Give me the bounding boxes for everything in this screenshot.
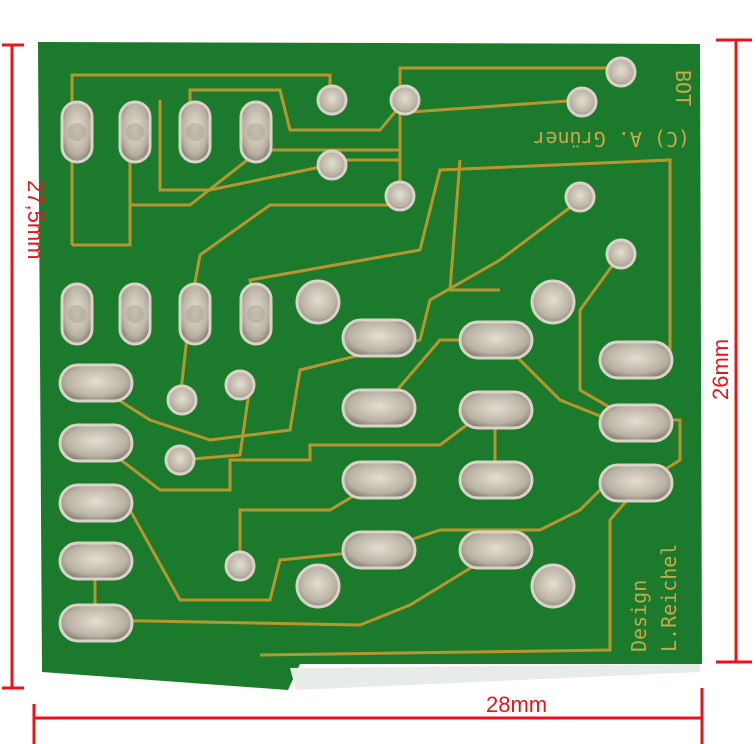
dimension-left bbox=[2, 43, 24, 690]
dimension-bottom-label: 28mm bbox=[486, 692, 547, 717]
pcb-board bbox=[38, 42, 702, 690]
silk-designer: L.Reichel bbox=[657, 544, 681, 652]
large-pads bbox=[295, 279, 576, 609]
via-pads bbox=[164, 56, 637, 582]
dimension-right bbox=[716, 38, 752, 664]
dimension-bottom bbox=[32, 688, 704, 744]
silk-design-label: Design bbox=[627, 580, 651, 652]
dimension-right-label: 26mm bbox=[708, 339, 733, 400]
dimension-left-label: 27,5mm bbox=[23, 180, 48, 259]
silk-copyright: (C) A. Grüner bbox=[533, 127, 690, 151]
silk-side-label: BOT bbox=[671, 70, 695, 106]
horizontal-pads bbox=[58, 318, 674, 643]
